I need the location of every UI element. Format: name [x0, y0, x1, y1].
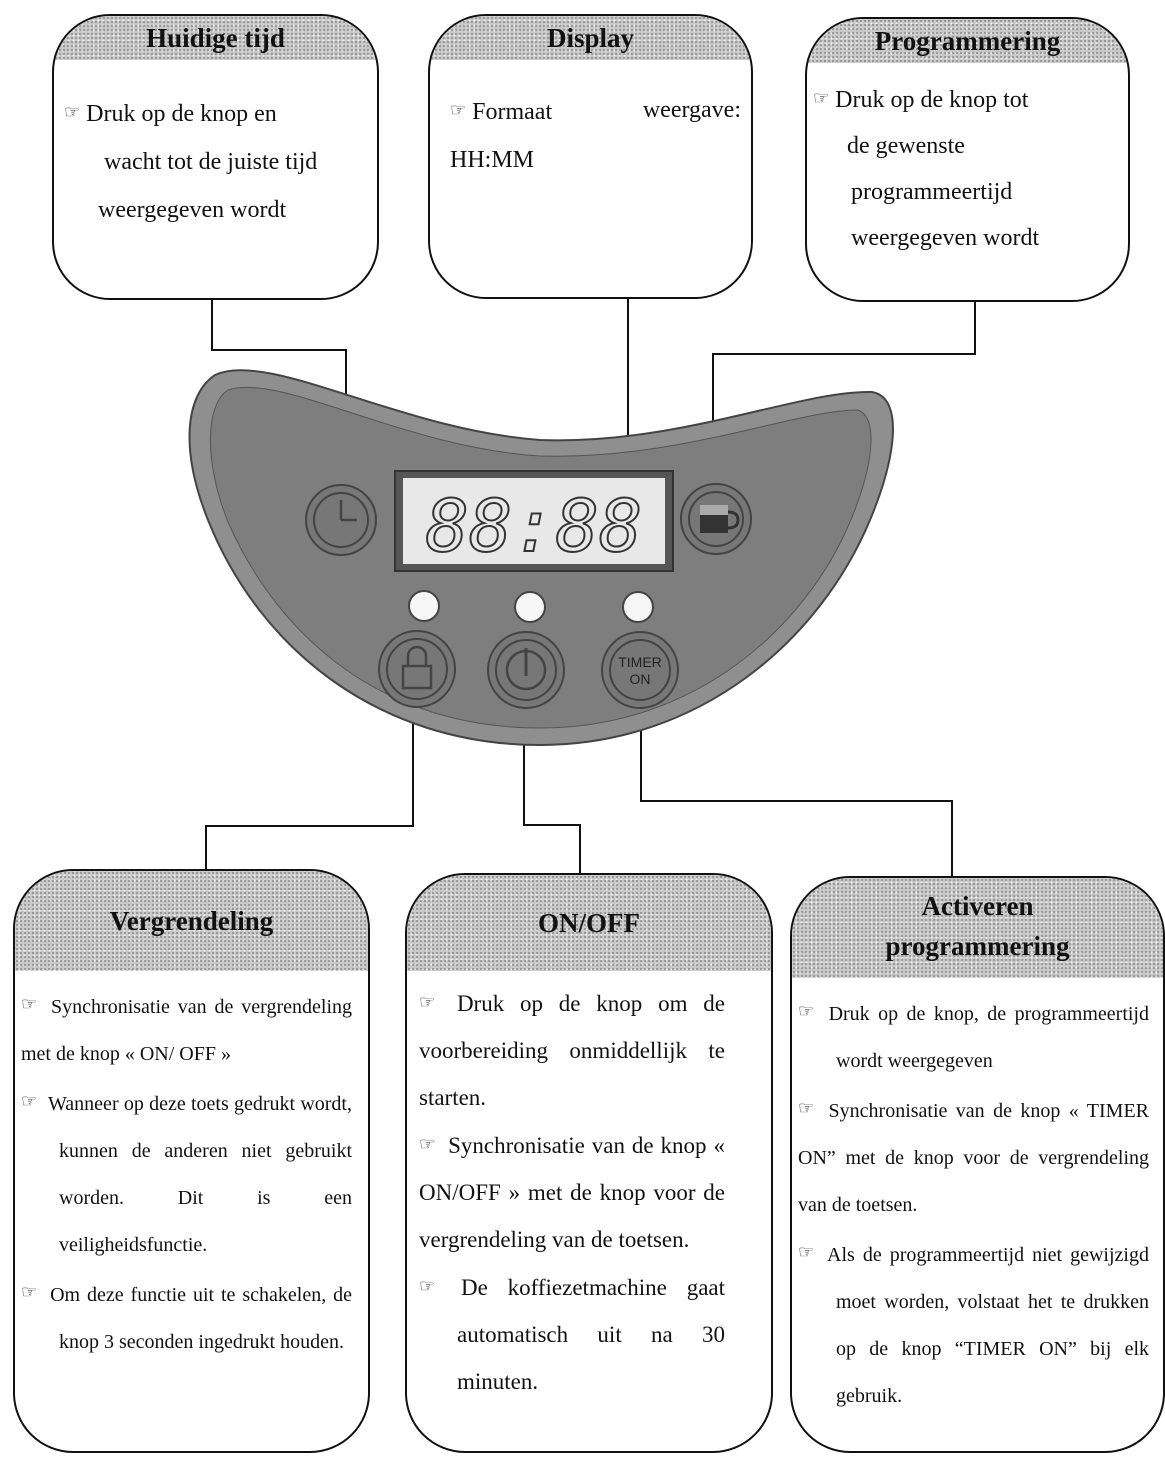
box-current-time: Huidige tijd ☞Druk op de knop en wacht t…: [52, 14, 379, 300]
box-timer: Activeren programmering ☞ Druk op de kno…: [790, 876, 1165, 1453]
clock-button[interactable]: [305, 484, 377, 556]
box-display-header: Display: [430, 16, 751, 60]
padlock-icon: [401, 645, 433, 690]
lock-item-2: ☞ Wanneer op deze toets gedrukt wordt, k…: [21, 1091, 352, 1256]
pointing-hand-icon: ☞: [21, 1091, 38, 1111]
programming-line-3: programmeertijd: [851, 179, 1013, 205]
programming-line-4: weergegeven wordt: [851, 225, 1040, 251]
led-power: [514, 591, 546, 623]
box-lock-body: ☞ Synchronisatie van de vergrendeling me…: [15, 971, 368, 1366]
connector-timer: [640, 700, 953, 878]
box-current-time-header: Huidige tijd: [54, 16, 377, 60]
box-timer-title-1: Activeren: [921, 891, 1034, 921]
box-programming: Programmering ☞Druk op de knop tot de ge…: [805, 17, 1130, 302]
lock-item-3: ☞ Om deze functie uit te schakelen, de k…: [21, 1282, 352, 1353]
box-display: Display ☞Formaat weergave: HH:MM: [428, 14, 753, 299]
box-lock-title: Vergrendeling: [109, 906, 274, 936]
onoff-item-1: ☞ Druk op de knop om de voorbereiding on…: [419, 991, 725, 1110]
timer-item-1: ☞ Druk op de knop, de programmeertijd wo…: [798, 1001, 1149, 1072]
display-screen: [403, 478, 665, 564]
lock-item-1: ☞ Synchronisatie van de vergrendeling me…: [21, 994, 353, 1065]
pointing-hand-icon: ☞: [419, 1134, 436, 1154]
pointing-hand-icon: ☞: [813, 88, 830, 108]
clock-icon: [339, 500, 357, 522]
pointing-hand-icon: ☞: [798, 1098, 815, 1118]
timer-on-button[interactable]: TIMER ON: [601, 631, 679, 709]
box-onoff-body: ☞ Druk op de knop om de voorbereiding on…: [407, 971, 771, 1405]
onoff-item-2: ☞ Synchronisatie van de knop « ON/OFF » …: [419, 1133, 725, 1252]
box-current-time-body: ☞Druk op de knop en wacht tot de juiste …: [54, 60, 377, 234]
pointing-hand-icon: ☞: [64, 102, 81, 122]
display-line-1a: Formaat: [472, 99, 553, 125]
pointing-hand-icon: ☞: [21, 994, 38, 1014]
display-line-2: HH:MM: [450, 147, 535, 173]
onoff-item-3: ☞ De koffiezetmachine gaat automatisch u…: [419, 1275, 726, 1394]
led-lock: [408, 590, 440, 622]
current-time-line-2: wacht tot de juiste tijd: [104, 149, 318, 175]
box-onoff-title: ON/OFF: [538, 908, 640, 938]
timer-button-label-2: ON: [630, 671, 651, 687]
box-timer-header: Activeren programmering: [792, 878, 1163, 978]
box-timer-body: ☞ Druk op de knop, de programmeertijd wo…: [792, 978, 1163, 1420]
box-programming-title: Programmering: [874, 26, 1061, 56]
pointing-hand-icon: ☞: [798, 1001, 815, 1021]
programming-line-1: Druk op de knop tot: [835, 87, 1029, 113]
lock-button[interactable]: [378, 630, 456, 708]
box-timer-title-2: programmering: [885, 931, 1070, 961]
box-programming-body: ☞Druk op de knop tot de gewenste program…: [807, 63, 1128, 261]
pointing-hand-icon: ☞: [21, 1282, 38, 1302]
connector-lock: [205, 700, 414, 872]
led-timer: [622, 591, 654, 623]
timer-item-2: ☞ Synchronisatie van de knop « TIMER ON”…: [798, 1098, 1150, 1216]
current-time-line-3: weergegeven wordt: [98, 197, 287, 223]
box-programming-header: Programmering: [807, 19, 1128, 63]
connector-power: [523, 700, 581, 875]
programming-button[interactable]: [680, 483, 752, 555]
display-line-1b: weergave:: [642, 97, 741, 123]
pointing-hand-icon: ☞: [798, 1242, 815, 1262]
box-onoff-header: ON/OFF: [407, 875, 771, 971]
box-lock-header: Vergrendeling: [15, 871, 368, 971]
pointing-hand-icon: ☞: [450, 100, 467, 120]
timer-button-label-1: TIMER: [618, 654, 662, 670]
pointing-hand-icon: ☞: [419, 1276, 436, 1296]
box-lock: Vergrendeling ☞ Synchronisatie van de ve…: [13, 869, 370, 1453]
pointing-hand-icon: ☞: [419, 992, 436, 1012]
programming-line-2: de gewenste: [847, 133, 965, 159]
power-icon: [505, 648, 547, 691]
box-current-time-title: Huidige tijd: [146, 23, 285, 53]
power-button[interactable]: [487, 631, 565, 709]
current-time-line-1: Druk op de knop en: [86, 101, 277, 127]
cup-icon: [700, 505, 740, 533]
box-display-body: ☞Formaat weergave: HH:MM: [430, 60, 751, 184]
display-digits: 88:88: [426, 484, 643, 568]
box-display-title: Display: [546, 23, 635, 53]
box-onoff: ON/OFF ☞ Druk op de knop om de voorberei…: [405, 873, 773, 1453]
timer-item-3: ☞ Als de programmeertijd niet gewijzigd …: [798, 1242, 1149, 1407]
